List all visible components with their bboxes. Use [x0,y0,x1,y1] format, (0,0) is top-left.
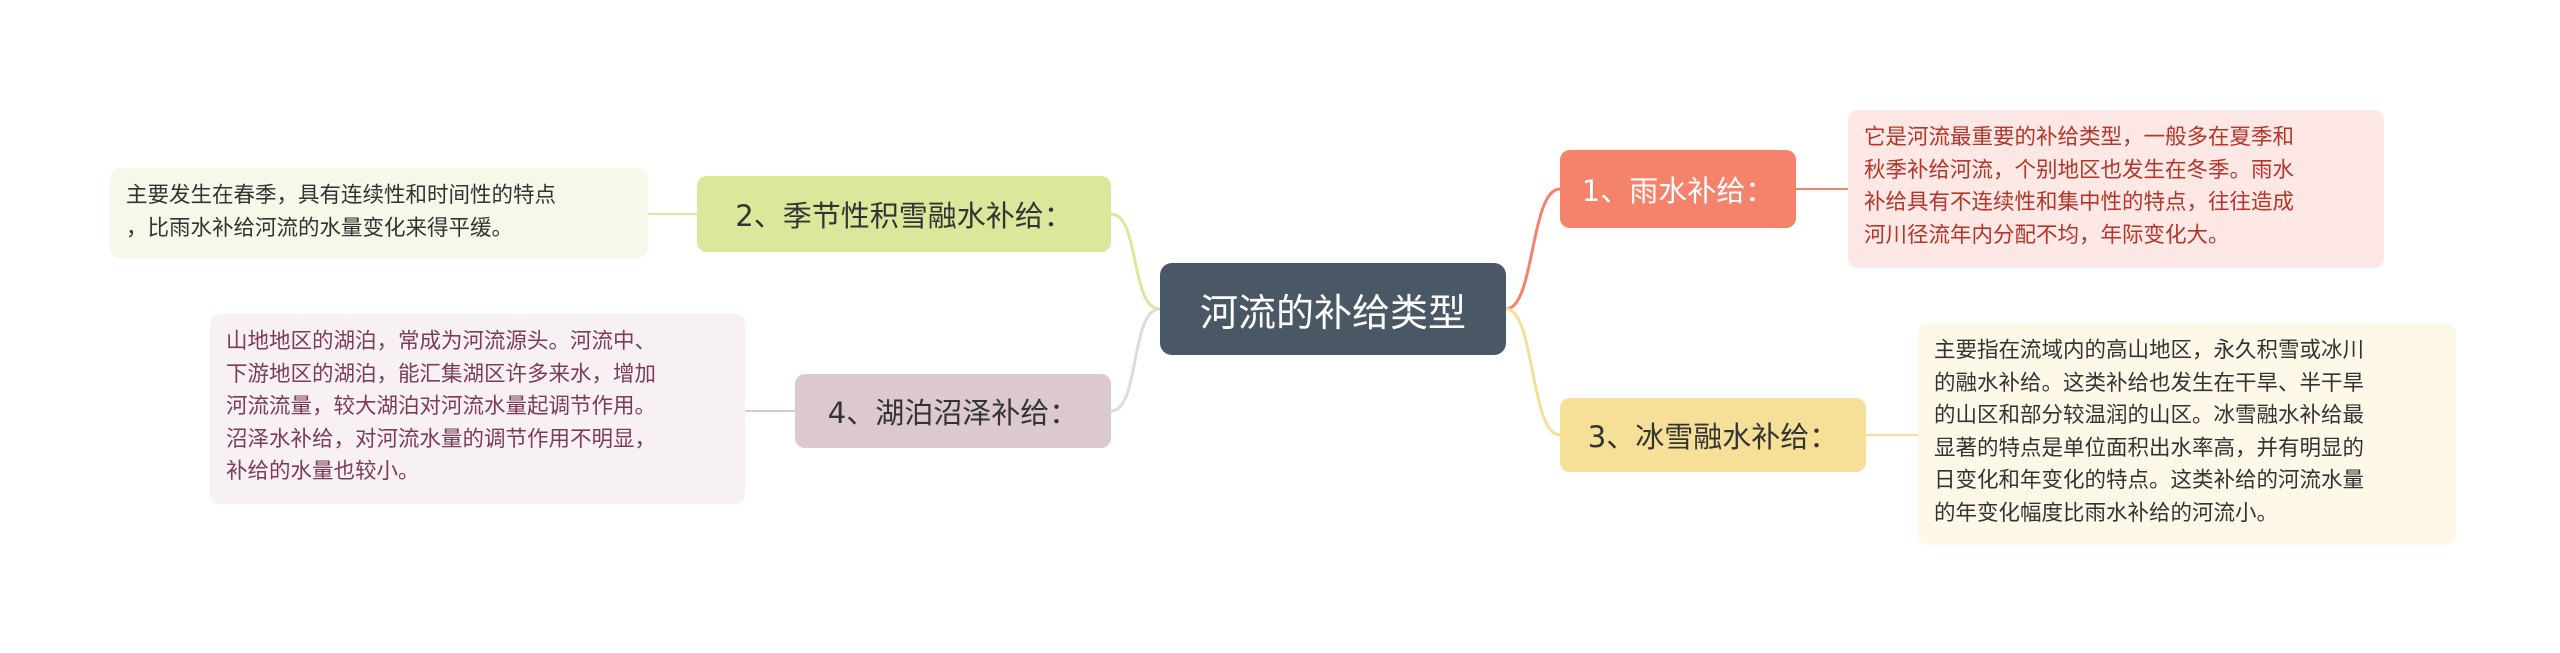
detail-line: 河流流量，较大湖泊对河流水量起调节作用。 [226,394,657,420]
detail-line: 它是河流最重要的补给类型，一般多在夏季和 [1864,125,2295,150]
detail-line: 主要指在流域内的高山地区，永久积雪或冰川 [1934,338,2365,363]
detail-line: 日变化和年变化的特点。这类补给的河流水量 [1934,468,2365,494]
detail-line: 的山区和部分较温润的山区。冰雪融水补给最 [1934,403,2365,429]
detail-line: 秋季补给河流，个别地区也发生在冬季。雨水 [1864,157,2295,183]
connector-center-branch-1 [1505,187,1561,311]
connector-center-branch-2 [1110,212,1161,311]
branch-seasonal-snowmelt-supply[interactable]: 2、季节性积雪融水补给： [697,176,1111,252]
central-topic[interactable]: 河流的补给类型 [1160,263,1506,355]
branch-lake-swamp-supply[interactable]: 4、湖泊沼泽补给： [795,374,1111,448]
detail-line: 沼泽水补给，对河流水量的调节作用不明显， [226,426,657,452]
connector-center-branch-4 [1110,307,1161,413]
connector-center-branch-3 [1505,307,1561,437]
detail-seasonal-snowmelt-supply[interactable]: 主要发生在春季，具有连续性和时间性的特点 ，比雨水补给河流的水量变化来得平缓。 [110,168,648,258]
detail-rain-supply[interactable]: 它是河流最重要的补给类型，一般多在夏季和 秋季补给河流，个别地区也发生在冬季。雨… [1848,110,2384,268]
detail-line: 补给的水量也较小。 [226,459,420,485]
detail-line: 显著的特点是单位面积出水率高，并有明显的 [1934,435,2365,461]
detail-line: 下游地区的湖泊，能汇集湖区许多来水，增加 [226,361,657,387]
detail-glacier-meltwater-supply[interactable]: 主要指在流域内的高山地区，永久积雪或冰川 的融水补给。这类补给也发生在干旱、半干… [1918,323,2456,545]
detail-lake-swamp-supply[interactable]: 山地地区的湖泊，常成为河流源头。河流中、 下游地区的湖泊，能汇集湖区许多来水，增… [210,314,745,504]
branch-rain-supply[interactable]: 1、雨水补给： [1560,150,1796,228]
branch-glacier-meltwater-supply[interactable]: 3、冰雪融水补给： [1560,398,1866,472]
detail-line: ，比雨水补给河流的水量变化来得平缓。 [126,215,514,241]
detail-line: 的年变化幅度比雨水补给的河流小。 [1934,500,2279,526]
detail-line: 主要发生在春季，具有连续性和时间性的特点 [126,183,557,208]
detail-line: 补给具有不连续性和集中性的特点，往往造成 [1864,190,2295,216]
detail-line: 河川径流年内分配不均，年际变化大。 [1864,222,2230,248]
detail-line: 山地地区的湖泊，常成为河流源头。河流中、 [226,329,657,354]
detail-line: 的融水补给。这类补给也发生在干旱、半干旱 [1934,370,2365,396]
